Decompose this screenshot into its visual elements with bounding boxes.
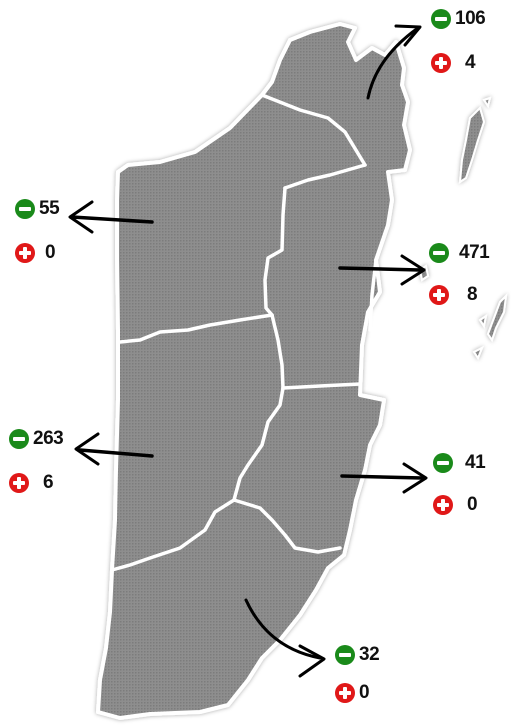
minus-circle-icon [431, 9, 451, 29]
orange-walk-plus: 0 [14, 242, 56, 264]
border-toledo-east [232, 498, 342, 554]
cayo-plus-count: 6 [43, 472, 54, 493]
toledo-plus-count: 0 [359, 682, 370, 703]
corozal-minus-count: 106 [455, 8, 486, 29]
plus-circle-icon [429, 285, 449, 305]
corozal-plus-count: 4 [465, 52, 476, 73]
stann-creek-minus-count: 41 [465, 452, 486, 473]
belize-minus: 471 [428, 242, 490, 264]
plus-circle-icon [431, 53, 451, 73]
minus-circle-icon [15, 199, 35, 219]
toledo-minus-count: 32 [359, 644, 380, 665]
belize-plus: 8 [428, 284, 478, 306]
border-cayo-stann [232, 386, 285, 502]
arrows [68, 24, 428, 678]
caye-north-small [482, 96, 492, 109]
minus-circle-icon [9, 429, 29, 449]
orange-walk-minus: 55 [14, 198, 60, 220]
plus-circle-icon [335, 683, 355, 703]
caye-belize-2 [478, 313, 488, 329]
mainland-outline [96, 22, 412, 720]
border-stann-toledo [110, 498, 236, 572]
corozal-minus: 106 [430, 8, 486, 30]
caye-ambergris [458, 106, 486, 184]
arrow-icon [244, 598, 326, 678]
border-corozal [260, 93, 367, 167]
corozal-plus: 4 [430, 52, 476, 74]
minus-circle-icon [429, 243, 449, 263]
border-belize-stann [281, 382, 362, 390]
offshore-cayes [418, 96, 508, 361]
plus-circle-icon [9, 473, 29, 493]
arrow-icon [366, 24, 422, 100]
border-belize-cayo [270, 313, 285, 390]
arrow-icon [74, 432, 154, 466]
plus-circle-icon [15, 243, 35, 263]
cayo-minus: 263 [8, 428, 64, 450]
minus-circle-icon [335, 645, 355, 665]
belize-plus-count: 8 [467, 284, 478, 305]
orange-walk-plus-count: 0 [45, 242, 56, 263]
border-orange-walk-north [283, 163, 367, 190]
arrow-icon [340, 462, 428, 494]
minus-circle-icon [433, 453, 453, 473]
border-belize-coast [368, 258, 378, 332]
arrow-icon [68, 200, 154, 234]
stann-creek-minus: 41 [432, 452, 486, 474]
cayo-minus-count: 263 [33, 428, 64, 449]
district-borders [110, 93, 378, 572]
orange-walk-minus-count: 55 [39, 198, 60, 219]
caye-belize-1 [486, 293, 508, 343]
toledo-minus: 32 [334, 644, 380, 666]
cayo-plus: 6 [8, 472, 54, 494]
border-orange-walk-cayo [118, 313, 274, 344]
plus-circle-icon [433, 495, 453, 515]
belize-minus-count: 471 [459, 242, 490, 263]
stann-creek-plus-count: 0 [467, 494, 478, 515]
toledo-plus: 0 [334, 682, 370, 704]
caye-belize-3 [472, 345, 484, 361]
stann-creek-plus: 0 [432, 494, 478, 516]
arrow-icon [338, 254, 426, 286]
border-belize-west [263, 186, 287, 317]
